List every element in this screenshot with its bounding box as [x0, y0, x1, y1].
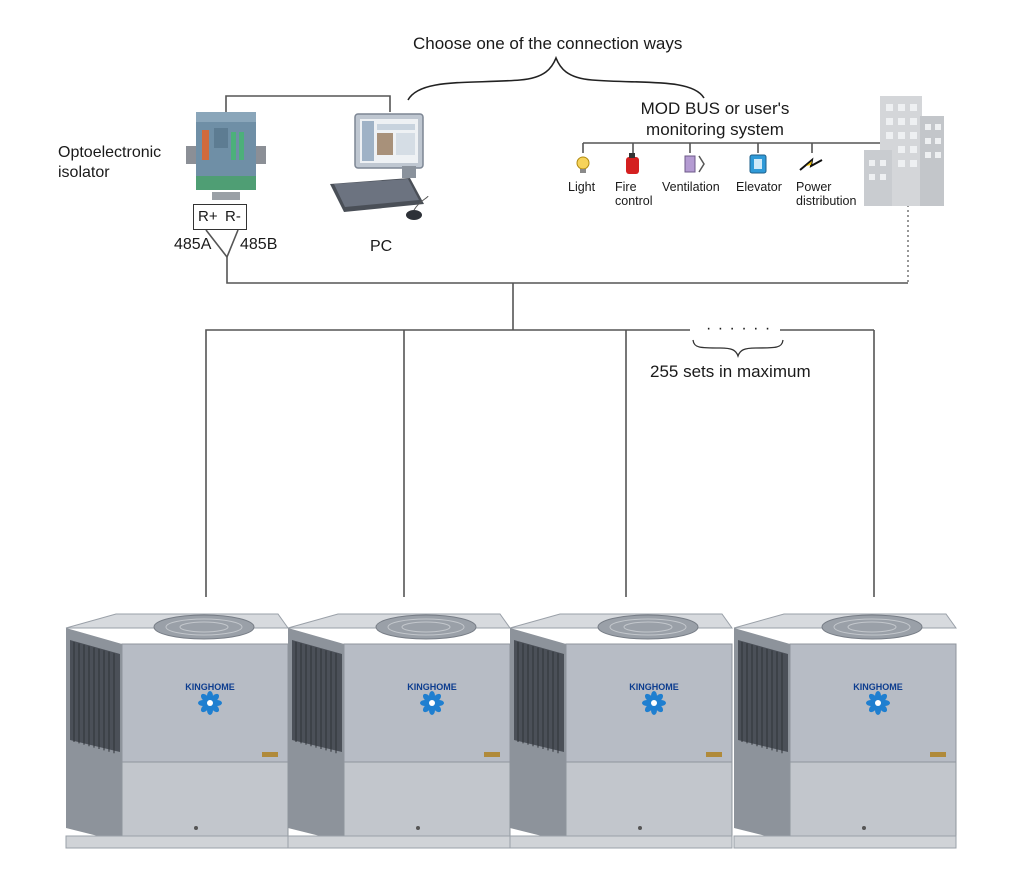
system-label-light: Light	[568, 180, 596, 194]
bms-title: MOD BUS or user's monitoring system	[640, 99, 790, 139]
isolator-device	[186, 112, 266, 200]
rs485-trunk-line	[226, 257, 908, 284]
lightning-icon	[799, 157, 823, 171]
fan-icon	[684, 155, 705, 173]
rs485-b-label: 485B	[240, 236, 278, 253]
pc-icon	[330, 113, 429, 220]
elevator-icon	[749, 154, 767, 174]
fire-extinguisher-icon	[626, 153, 639, 174]
kinghome-logo: KINGHOME	[407, 682, 457, 715]
system-label-power: Power distribution	[796, 180, 857, 208]
rs485-a-wire	[205, 229, 228, 258]
kinghome-logo: KINGHOME	[853, 682, 903, 715]
rs485-a-label: 485A	[174, 236, 212, 253]
brand-label: KINGHOME	[853, 682, 903, 692]
terminal-minus-label: R-	[225, 208, 241, 225]
terminal-plus-label: R+	[198, 208, 218, 225]
light-bulb-icon	[576, 156, 590, 173]
brand-label: KINGHOME	[407, 682, 457, 692]
kinghome-logo: KINGHOME	[629, 682, 679, 715]
rs485-b-wire	[226, 229, 239, 258]
brand-label: KINGHOME	[629, 682, 679, 692]
outdoor-units: KINGHOME KINGHOME KINGHOME KINGHOME	[65, 613, 957, 849]
bus-lines	[205, 95, 908, 597]
unit-distribution-line	[205, 329, 690, 597]
system-label-fire: Fire control	[615, 180, 653, 208]
outdoor-unit: KINGHOME	[287, 613, 511, 849]
outdoor-unit: KINGHOME	[509, 613, 733, 849]
outdoor-unit: KINGHOME	[65, 613, 289, 849]
terminal-block: R+ R-	[193, 204, 247, 230]
connection-choice-label: Choose one of the connection ways	[413, 34, 683, 53]
choice-brace	[407, 55, 705, 101]
max-units-label: 255 sets in maximum	[650, 362, 811, 381]
system-label-ventilation: Ventilation	[662, 180, 720, 194]
system-label-elevator: Elevator	[736, 180, 782, 194]
outdoor-unit: KINGHOME	[733, 613, 957, 849]
isolator-label: Optoelectronic isolator	[58, 144, 162, 181]
isolator-to-pc-line	[225, 95, 391, 112]
building-icon	[864, 96, 944, 206]
brand-label: KINGHOME	[185, 682, 235, 692]
more-units-ellipsis: · · · · · ·	[706, 320, 772, 337]
pc-label: PC	[370, 238, 393, 255]
kinghome-logo: KINGHOME	[185, 682, 235, 715]
max-brace	[692, 339, 784, 359]
